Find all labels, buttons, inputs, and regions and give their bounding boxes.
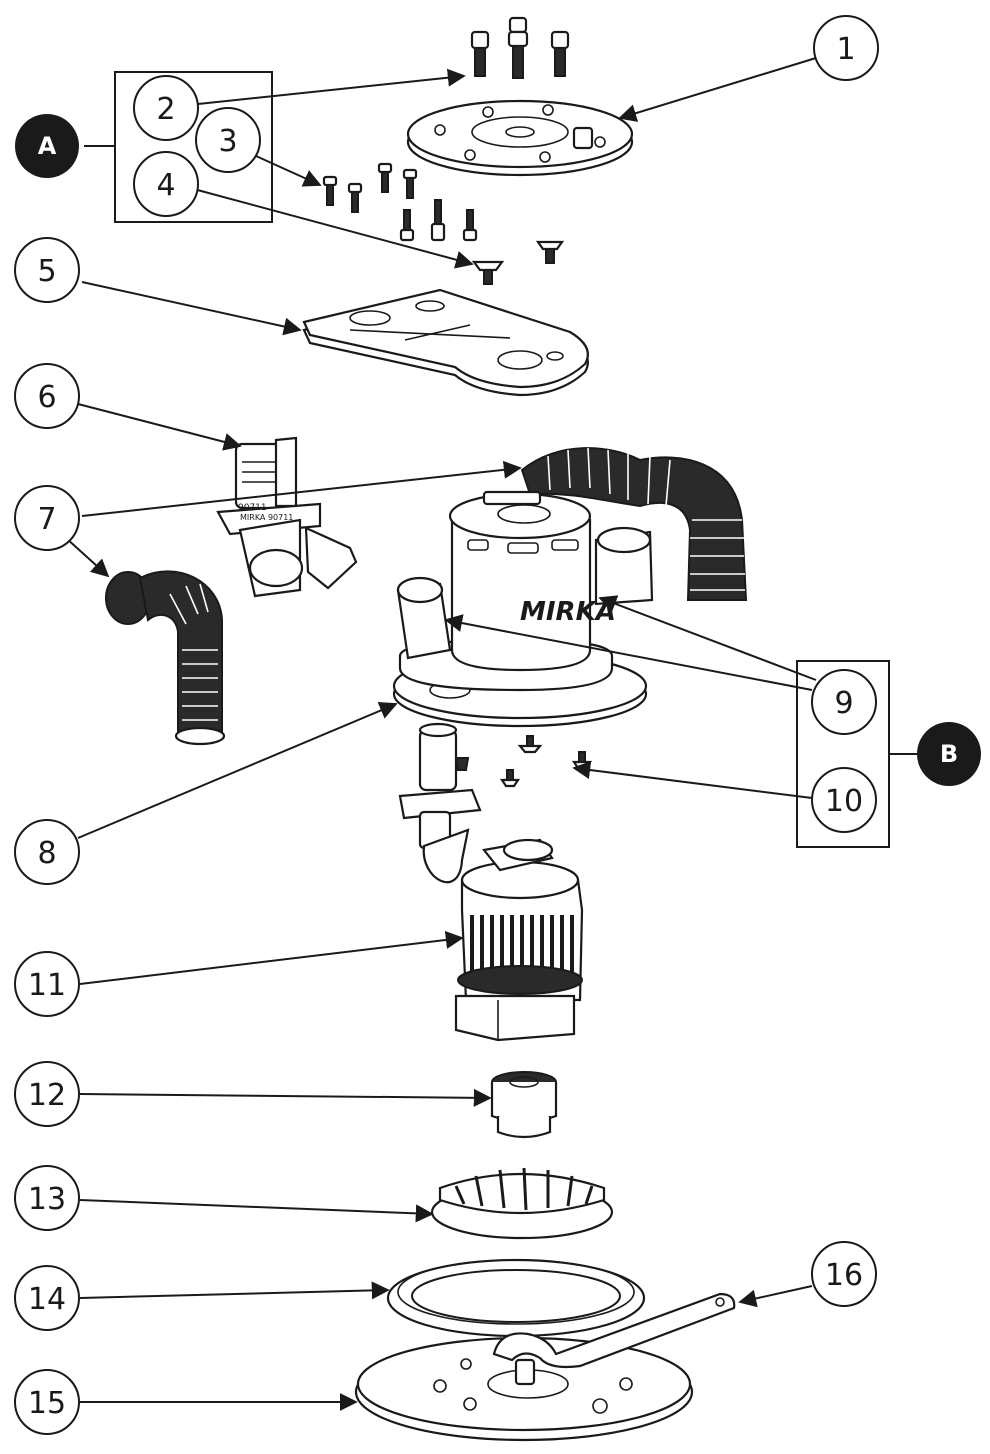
leader-3 [255,155,322,187]
group-a: A [15,71,273,223]
part-wrench [492,1292,736,1369]
svg-text:2: 2 [156,92,175,127]
callout-14: 14 [14,1265,80,1331]
leader-4 [189,187,474,269]
svg-text:10: 10 [825,784,863,819]
leader-12 [79,1088,492,1107]
callout-11: 11 [14,951,80,1017]
leader-1 [618,57,817,122]
part-shaft-mount [398,722,593,884]
callout-13: 13 [14,1165,80,1231]
svg-text:3: 3 [218,124,237,159]
svg-text:11: 11 [28,968,66,1003]
leader-16 [738,1285,813,1308]
leader-6 [77,403,242,451]
part-ring-seal [386,1258,646,1338]
bolts-top [470,16,570,79]
svg-text:14: 14 [28,1282,66,1317]
part-base-pad [354,1336,694,1442]
leader-9b [598,595,817,681]
svg-text:4: 4 [156,168,175,203]
leader-11 [79,931,464,985]
callout-4: 4 [133,151,199,217]
part-motor [454,838,584,1042]
svg-text:9: 9 [834,686,853,721]
leader-lines [65,57,817,1411]
svg-text:15: 15 [28,1386,66,1421]
svg-text:5: 5 [37,254,56,289]
part-top-plate [406,99,634,177]
callout-9: 9 [811,669,877,735]
callout-10: 10 [811,767,877,833]
leader-14 [79,1281,390,1300]
port-label: 90711 [238,503,267,513]
svg-text:16: 16 [825,1258,863,1293]
callout-2: 2 [133,75,199,141]
svg-text:B: B [940,740,958,768]
callout-3: 3 [195,107,261,173]
svg-text:12: 12 [28,1078,66,1113]
part-mounting-plate [302,288,589,397]
leader-7a [81,460,522,517]
svg-text:7: 7 [37,502,56,537]
part-side-port: 90711 [216,436,358,598]
svg-text:6: 6 [37,380,56,415]
svg-text:A: A [38,132,57,160]
callout-7: 7 [14,485,80,551]
callout-16: 16 [811,1241,877,1307]
leader-13 [79,1199,434,1223]
leader-8 [77,701,398,839]
leader-10 [572,761,813,799]
part-bearing [490,1071,558,1139]
group-b-tag: B [917,722,981,786]
callout-8: 8 [14,819,80,885]
part-hose-right [520,447,748,601]
leader-5 [81,281,302,336]
part-fan [430,1167,614,1240]
svg-text:13: 13 [28,1182,66,1217]
leader-9a [444,614,813,691]
svg-text:1: 1 [836,32,855,67]
leader-2 [197,68,466,105]
callout-1: 1 [813,15,879,81]
svg-text:8: 8 [37,836,56,871]
callout-6: 6 [14,363,80,429]
small-screws [322,162,565,285]
group-b: B [796,660,981,848]
group-a-tag: A [15,114,79,178]
callout-12: 12 [14,1061,80,1127]
part-main-housing: MIRKA [392,490,654,728]
leader-7b [65,537,110,578]
hose-label: MIRKA 90711 [240,513,293,522]
part-hose-left [105,570,226,746]
callout-15: 15 [14,1369,80,1435]
callout-5: 5 [14,237,80,303]
